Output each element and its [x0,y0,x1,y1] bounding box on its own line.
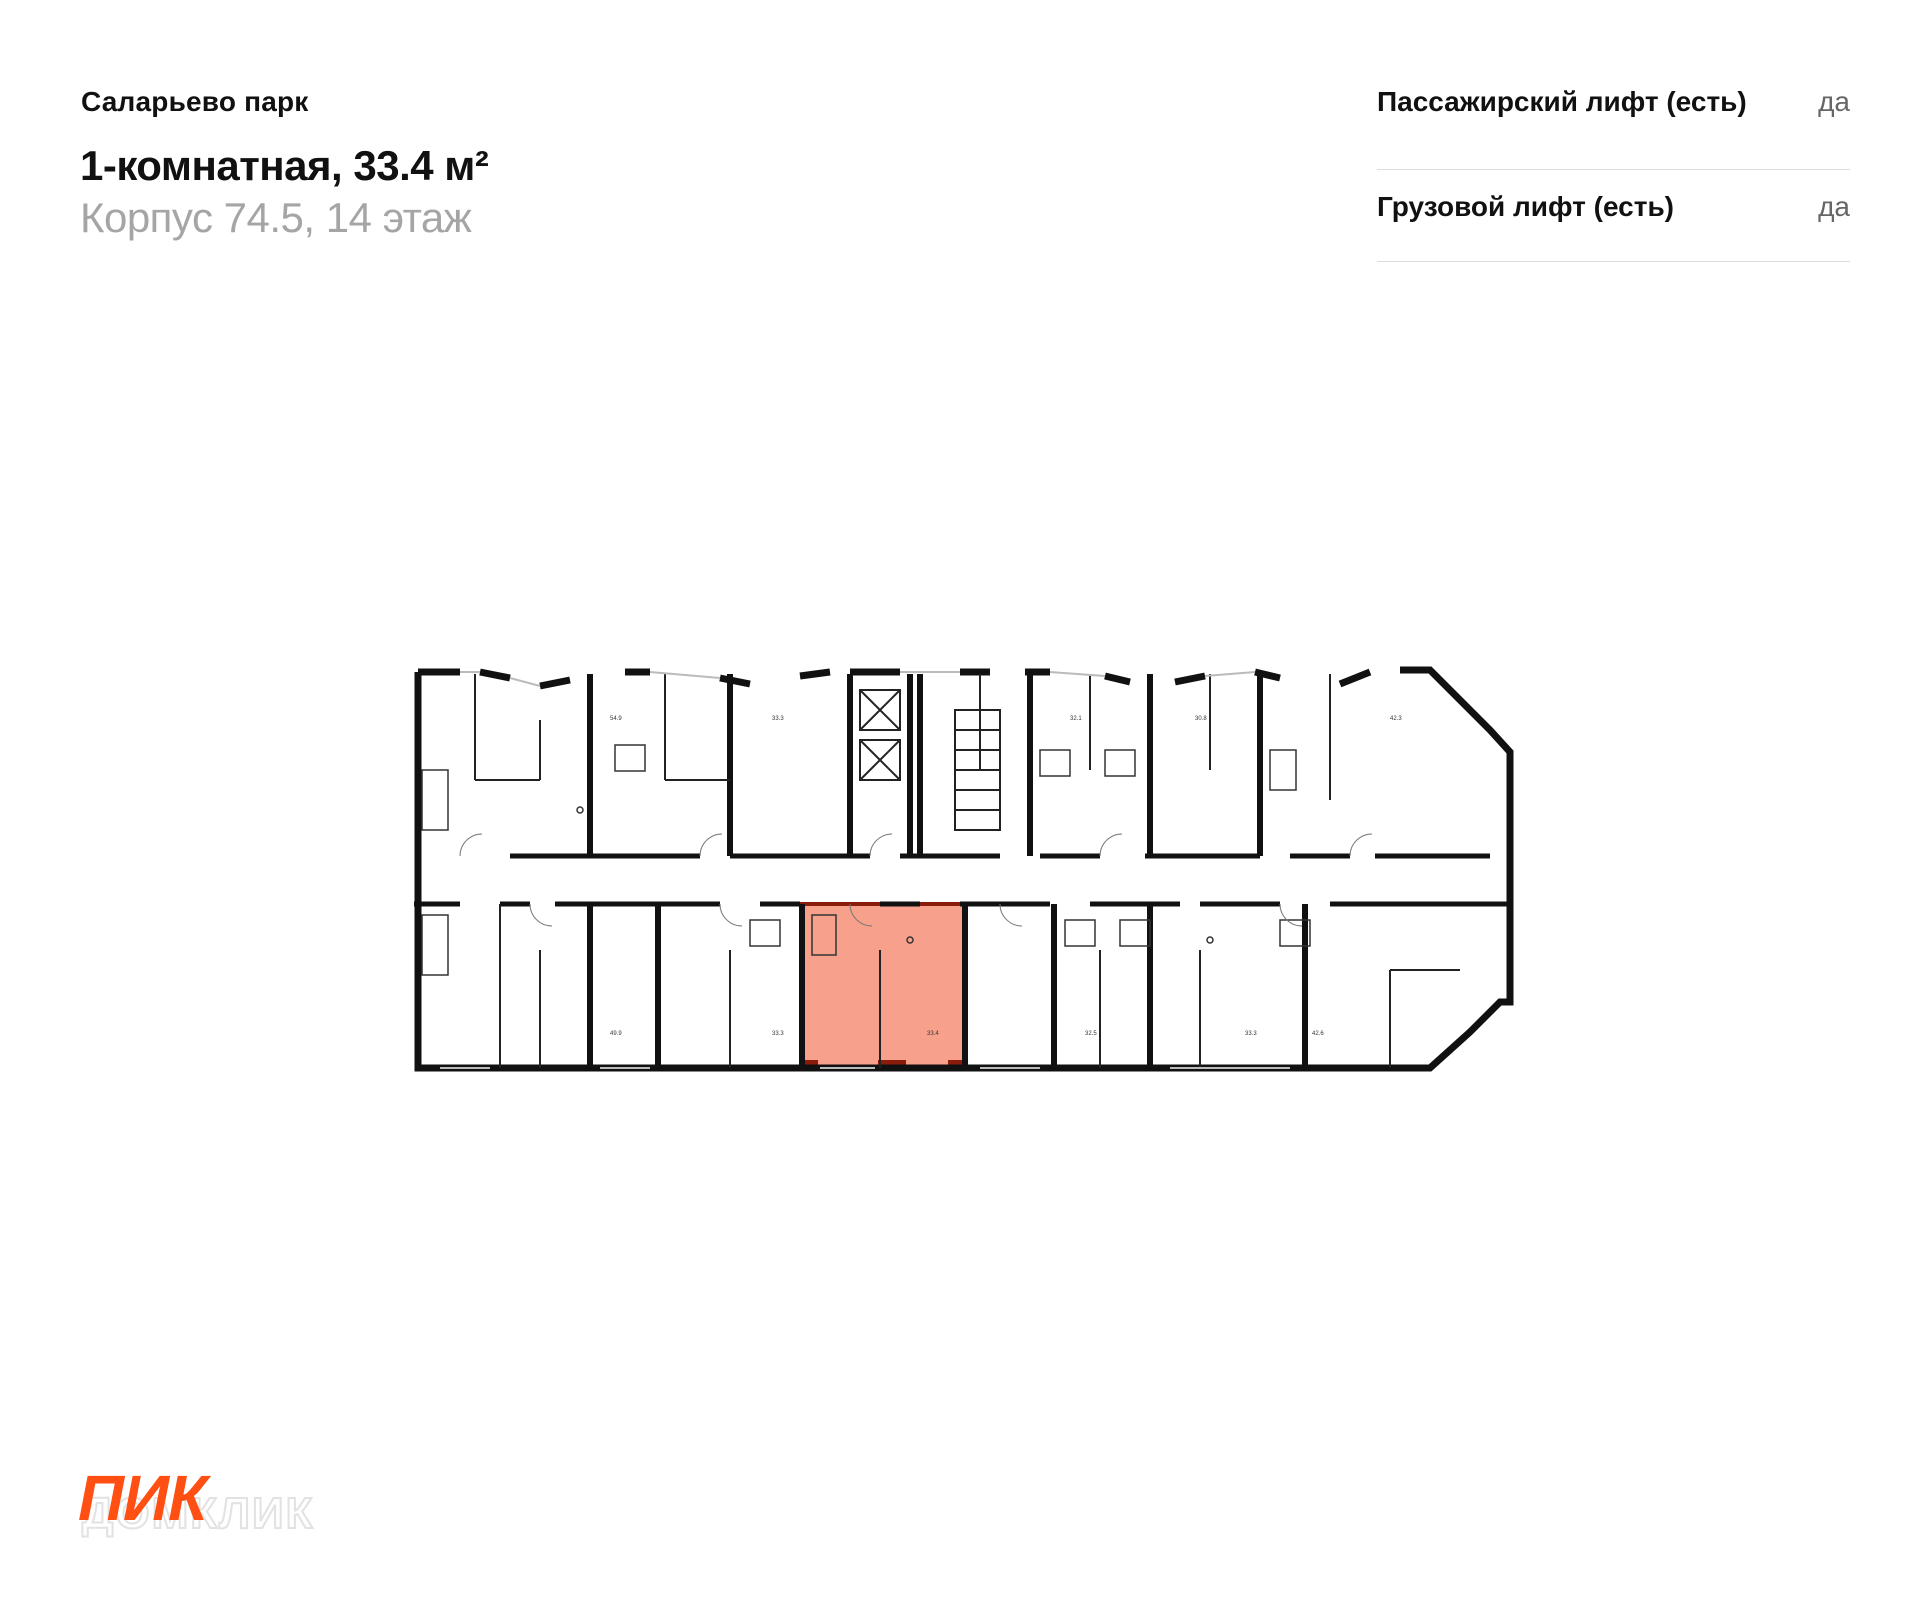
floor-plan: 54.9 33.3 32.1 30.8 42.3 49.9 33.3 33.4 … [400,640,1540,1100]
pik-logo-icon: ДОМКЛИК ПИК [78,1470,314,1539]
feature-label: Пассажирский лифт (есть) [1377,86,1747,117]
door-swings [459,833,1373,927]
unit-area-top-1: 54.9 [610,716,622,722]
project-name: Саларьево парк [81,86,309,117]
feature-value: да [1818,86,1850,117]
unit-area-bottom-6: 42.6 [1312,1031,1324,1037]
unit-area-top-2: 33.3 [772,716,784,722]
feature-label: Грузовой лифт (есть) [1377,191,1674,222]
elevator-shaft-passenger [859,689,901,731]
elevator-shaft-freight [859,739,901,781]
apartment-title: 1-комнатная, 33.4 м² [80,142,489,189]
unit-area-top-3: 32.1 [1070,716,1082,722]
unit-area-bottom-selected: 33.4 [927,1031,939,1037]
core [859,689,1001,831]
building-floor: Корпус 74.5, 14 этаж [80,194,472,241]
watermark-text: ДОМКЛИК [82,1489,314,1538]
logo-text: ПИК [78,1470,211,1534]
corridor-walls [414,853,1510,907]
unit-area-top-4: 30.8 [1195,716,1207,722]
corridor [414,858,1490,902]
unit-area-top-5: 42.3 [1390,716,1402,722]
feature-row-passenger-elevator: Пассажирский лифт (есть) да [1377,78,1850,170]
outer-walls [414,666,1514,1072]
selected-apartment[interactable] [800,902,967,1070]
facade-windows [440,671,1290,1069]
floor-plan-drawing: 54.9 33.3 32.1 30.8 42.3 49.9 33.3 33.4 … [414,666,1514,1072]
partition-walls [587,674,1308,1068]
bathroom-fixtures [421,744,1311,976]
feature-value: да [1818,191,1850,222]
unit-area-bottom-4: 32.5 [1085,1031,1097,1037]
unit-area-bottom-1: 49.9 [610,1031,622,1037]
interior-walls [474,674,1460,1068]
unit-area-bottom-5: 33.3 [1245,1031,1257,1037]
unit-area-bottom-2: 33.3 [772,1031,784,1037]
brand-logo: ДОМКЛИК ПИК [78,1470,438,1550]
feature-row-freight-elevator: Грузовой лифт (есть) да [1377,170,1850,262]
features-list: Пассажирский лифт (есть) да Грузовой лиф… [1377,78,1850,262]
core-walls [847,674,913,856]
